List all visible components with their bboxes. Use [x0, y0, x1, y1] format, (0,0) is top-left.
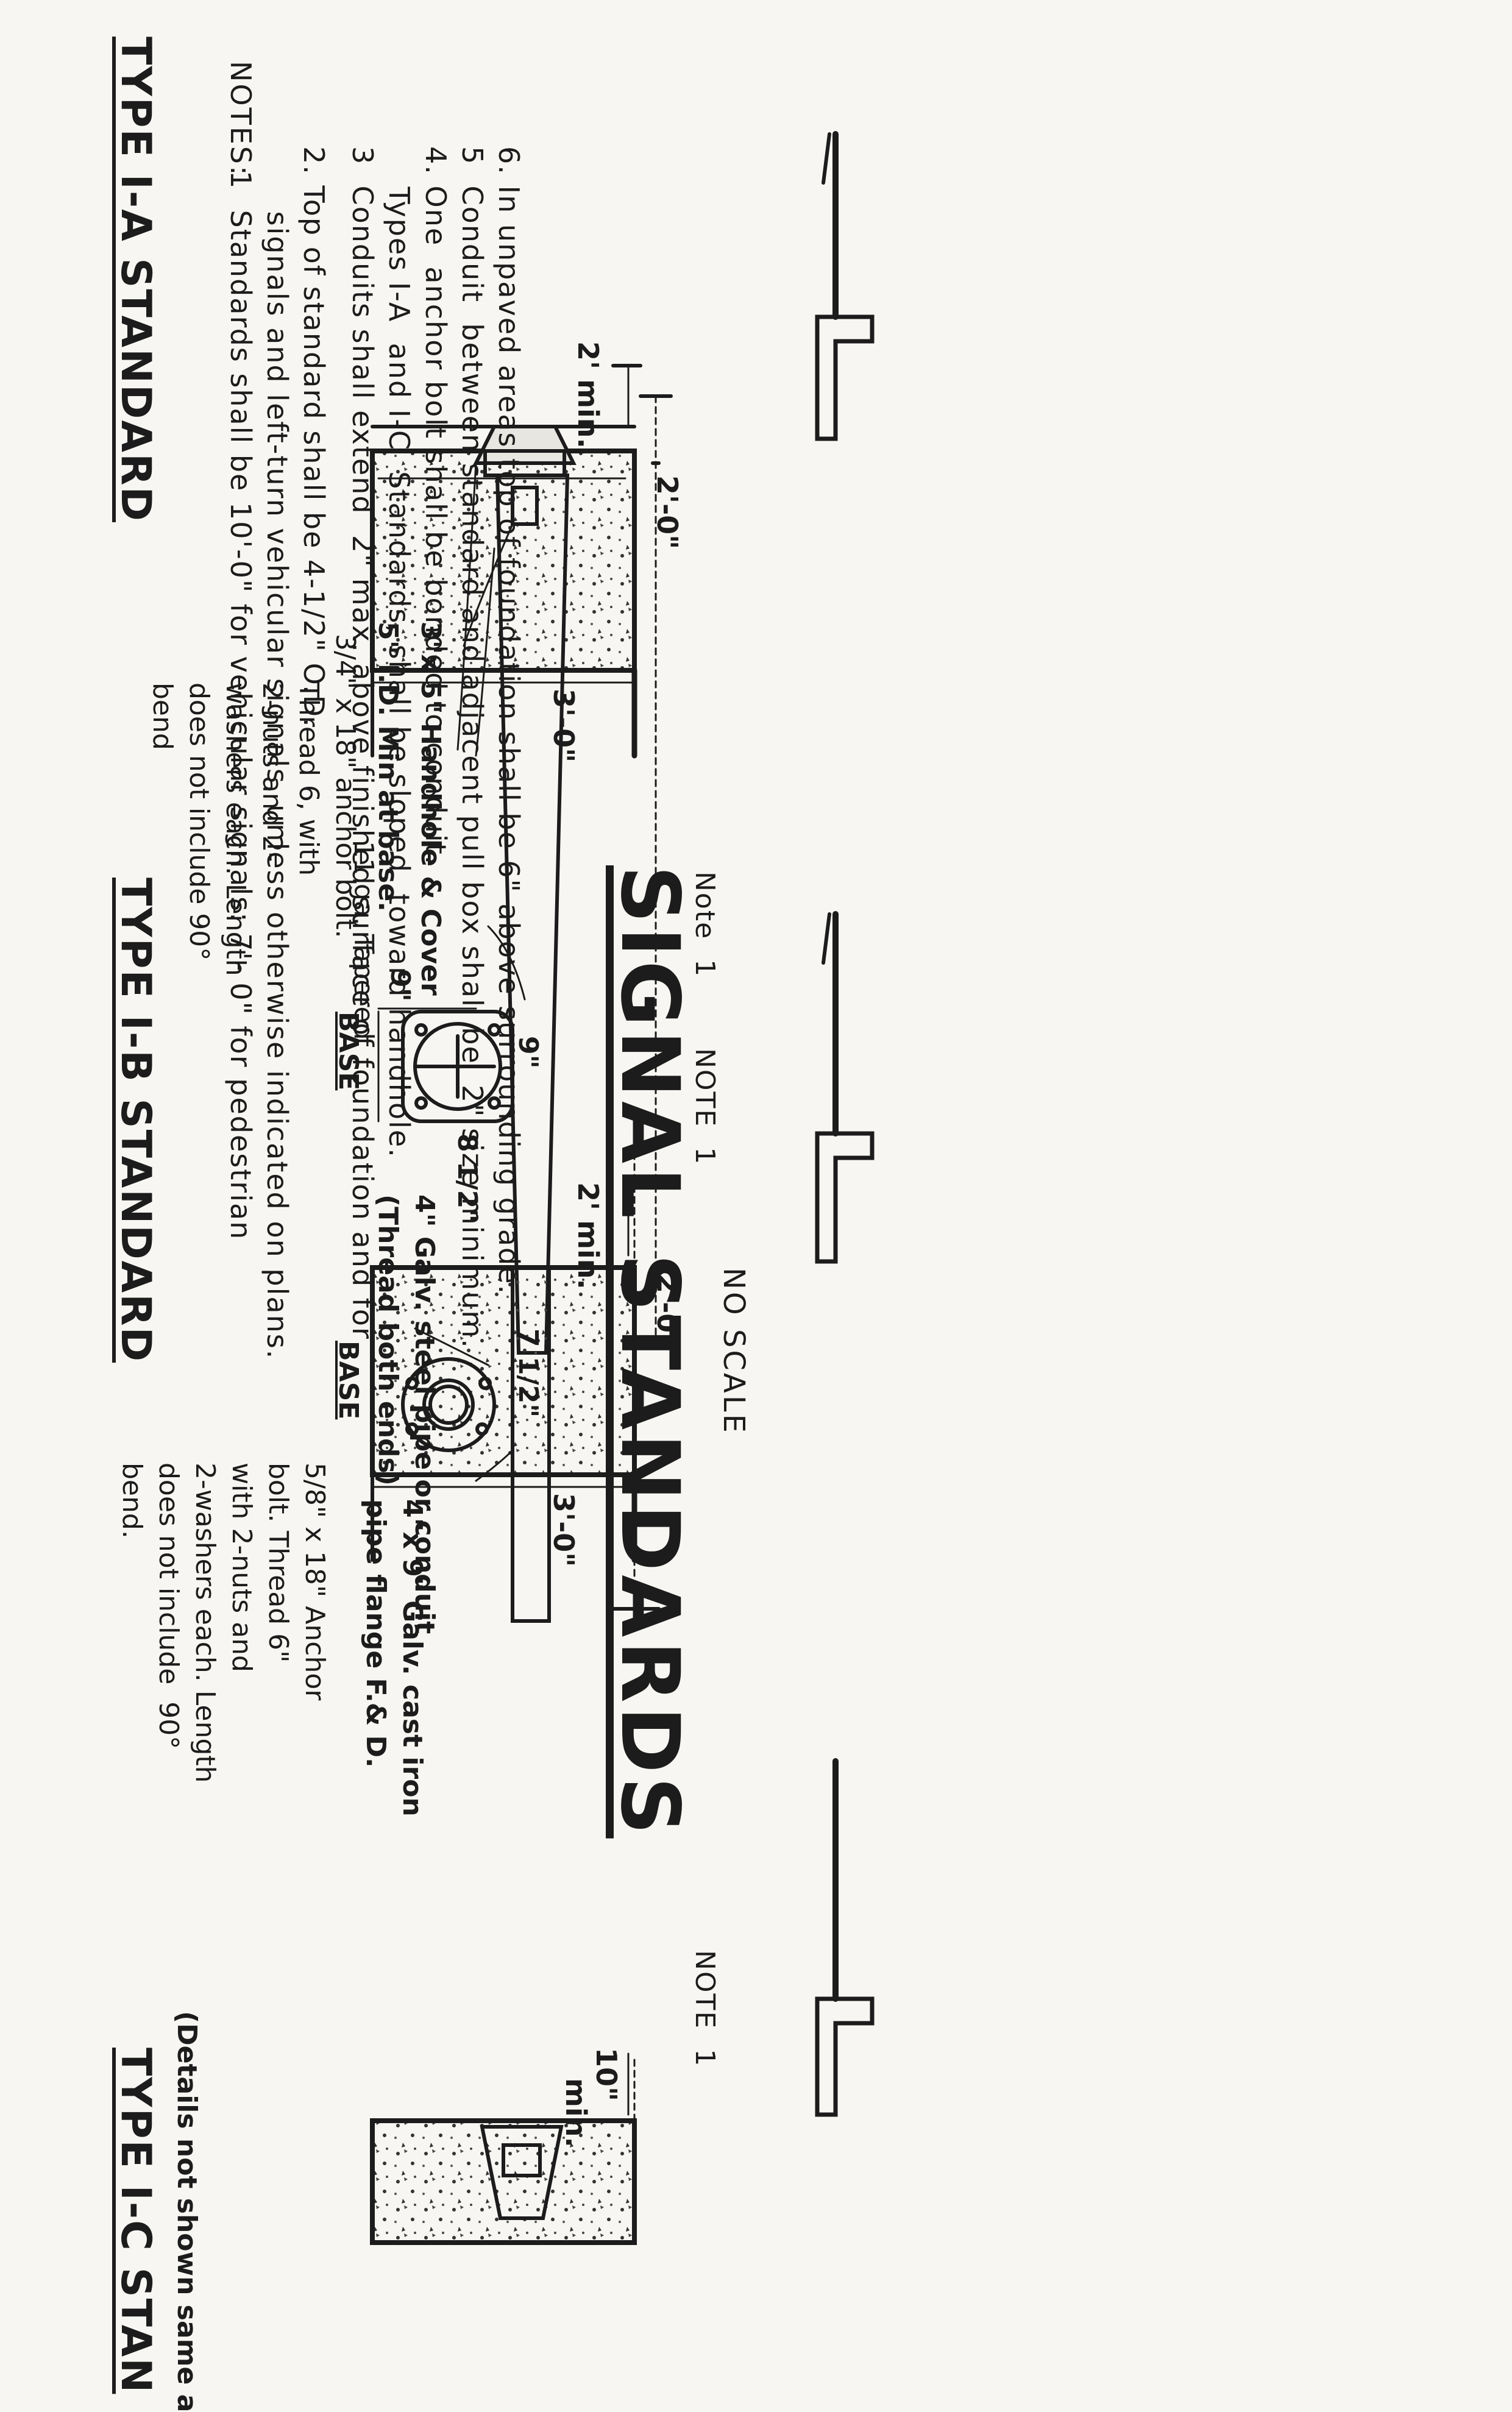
- type-1c-detail-note: (Details not shown same a: [171, 2011, 202, 2412]
- detail-drawings: [370, 131, 875, 2245]
- notes-item-1b: signals and left-turn vehicular signals,…: [261, 171, 294, 1360]
- notes-item-4: 4. One anchor bolt shall be bonded to co…: [419, 146, 452, 866]
- type-1b-anchor-line-3: with 2-nuts and: [226, 1463, 257, 1672]
- notes-item-6: 6. In unpaved areas top of foundation sh…: [492, 146, 525, 1296]
- type-1a-title: TYPE I-A STANDARD: [112, 37, 160, 522]
- notes-item-3b: Types I-A and I-C Standards, shall be sl…: [383, 146, 416, 1158]
- type-1b-dim-min: 2' min.: [572, 1182, 605, 1290]
- notes-item-5: 5 Conduit between standard and adjacent …: [456, 146, 489, 1349]
- notes-heading: NOTES:: [224, 61, 257, 177]
- notes-item-2: 2. Top of standard shall be 4-1/2" O.D.: [297, 146, 330, 728]
- type-1b-base-label: BASE: [333, 1341, 364, 1420]
- type-1a-anchor-line-6: bend: [147, 683, 178, 750]
- type-1b-anchor-line-5: does not include 90°: [153, 1463, 184, 1750]
- type-1c-dim-min-a: 10": [590, 2048, 623, 2101]
- type-1c-dim-min-b: min.: [559, 2078, 592, 2148]
- type-1a-dim-width: 2'-0": [651, 475, 684, 550]
- type-1a-dim-depth: 3'-0": [547, 689, 580, 763]
- sheet-scale: NO SCALE: [717, 1268, 751, 1435]
- type-1b-title: TYPE I-B STANDARD: [112, 878, 160, 1363]
- notes-item-1: 1 Standards shall be 10'-0" for vehicula…: [224, 171, 257, 1241]
- type-1c-title: TYPE I-C STAN: [112, 2048, 160, 2394]
- type-1b-pipe-line-1: 4" Galv. steel pipe or conduit: [409, 1194, 440, 1634]
- sheet-title: SIGNAL STANDARDS: [603, 865, 697, 1839]
- type-1b-dim-depth: 3'-0": [547, 1493, 580, 1567]
- type-1b-flange-line-2: pipe flange F.& D.: [360, 1499, 391, 1768]
- type-1b-anchor-line-2: bolt. Thread 6": [263, 1463, 294, 1663]
- type-1b-base-dim: 7 1/2": [513, 1328, 544, 1418]
- notes-item-3: 3 Conduits shall extend 2" max. above fi…: [346, 146, 379, 1340]
- type-1b-anchor-line-6: bend.: [116, 1463, 147, 1539]
- type-1a-dim-min: 2' min.: [572, 341, 605, 449]
- type-1b-drawing: [370, 911, 875, 1623]
- type-1c-note-ref: NOTE 1: [689, 1950, 720, 2068]
- type-1a-anchor-line-5: does not include 90°: [183, 683, 215, 961]
- drawing-sheet: TYPE I-A STANDARD Note 1 9" 8 1/2" 9" BA…: [112, 37, 875, 2412]
- type-1b-anchor-line-1: 5/8" x 18" Anchor: [299, 1463, 330, 1701]
- type-1b-anchor-line-4: 2-washers each. Length: [190, 1463, 221, 1783]
